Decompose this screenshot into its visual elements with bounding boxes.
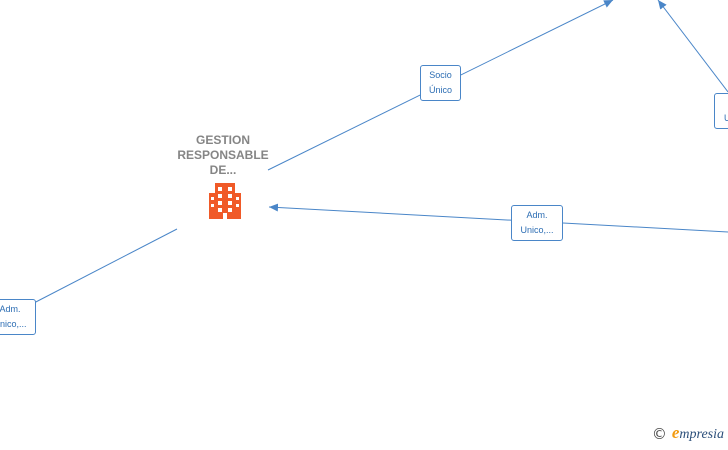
building-icon[interactable] xyxy=(208,183,242,219)
footer-brand: © e mpresia xyxy=(651,423,724,445)
edge-label-line: Unico,... xyxy=(0,319,27,329)
brand-rest: mpresia xyxy=(679,427,724,442)
edge-label-line: Socio xyxy=(429,70,452,80)
copyright-icon: © xyxy=(651,425,667,443)
edge-label-line: Adm. xyxy=(526,210,548,220)
edge-adm-right xyxy=(268,203,728,233)
edge-label-adm-unico-left[interactable]: Adm. Unico,... xyxy=(0,299,36,335)
edge-label-line: Unico,... xyxy=(520,225,554,235)
edge-label-adm-unico-right[interactable]: Adm. Unico,... xyxy=(511,205,563,241)
edge-label-line: U xyxy=(724,113,728,123)
edge-adm-left xyxy=(29,228,178,306)
edge-label-line xyxy=(724,96,728,111)
edge-label-socio-unico[interactable]: Socio Único xyxy=(420,65,461,101)
edge-top-right xyxy=(657,0,728,93)
brand-initial: e xyxy=(671,423,680,442)
edge-label-line: Adm. xyxy=(0,304,21,314)
empresia-logo[interactable]: e mpresia xyxy=(672,423,724,445)
edge-label-top-right[interactable]: U xyxy=(714,93,728,129)
company-name[interactable]: GESTION RESPONSABLE DE... xyxy=(177,133,269,177)
edge-label-line: Único xyxy=(428,85,452,95)
